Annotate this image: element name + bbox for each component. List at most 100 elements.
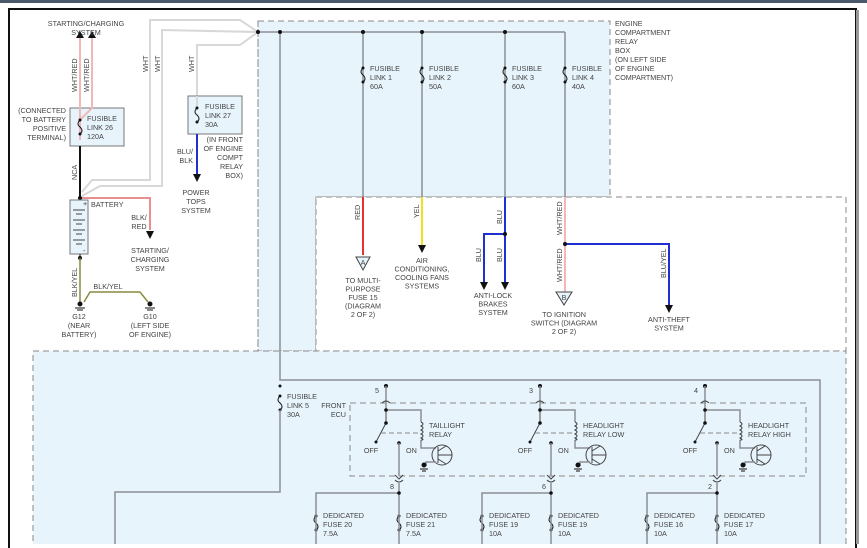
relay-2	[528, 384, 607, 483]
fusible-link-2-label-line: LINK 2	[429, 73, 451, 82]
ground-g10-label-line: OF ENGINE)	[129, 330, 171, 339]
fusible-link-27-label-line: 30A	[205, 120, 218, 129]
fuse-symbol-icon	[419, 67, 425, 83]
dedicated-fuse-6-label-line: DEDICATED	[724, 511, 765, 520]
multi-purpose-fuse-label-line: 2 OF 2)	[351, 310, 375, 319]
wire-label-nca-line: NCA	[70, 165, 79, 180]
fuse-symbol-icon	[360, 67, 366, 83]
relay-2-off: OFF	[518, 446, 533, 455]
relay-1-pin-in: 5	[375, 386, 379, 395]
shaded-regions	[32, 20, 847, 544]
fuse-symbol-icon	[502, 67, 508, 83]
relay-1-off: OFF	[364, 446, 379, 455]
connector-b-label: B	[562, 293, 567, 302]
dedicated-fuse-3-label-line: DEDICATED	[489, 511, 530, 520]
dedicated-fuse-1-label-line: DEDICATED	[323, 511, 364, 520]
anti-lock-brakes-label-line: ANTI-LOCK	[474, 291, 513, 300]
arrow-down-icon	[665, 305, 673, 313]
fusible-link-3-label-line: LINK 3	[512, 73, 534, 82]
relay-1-off-line: OFF	[364, 446, 379, 455]
starting-charging-label-2-line: CHARGING	[131, 255, 170, 264]
fusible-link-5-label-line: 30A	[287, 410, 300, 419]
wire-label-red: RED	[353, 205, 362, 220]
dedicated-fuse-2-label-line: DEDICATED	[406, 511, 447, 520]
link27-location-note-line: (IN FRONT	[207, 135, 244, 144]
relay-box-title-line: COMPARTMENT	[615, 28, 671, 37]
relay-2-name-line: HEADLIGHT	[583, 421, 625, 430]
relay-1-pin-out-line: 8	[390, 482, 394, 491]
ground-icon	[421, 462, 427, 468]
ground-g12-label-line: G12	[72, 312, 86, 321]
relay-3-off-line: OFF	[683, 446, 698, 455]
relay-1-pin-out: 8	[390, 482, 394, 491]
front-ecu-label-line: FRONT	[321, 401, 346, 410]
connector-pin-icon	[394, 474, 404, 483]
wire-label-wht: WHT	[153, 55, 162, 72]
wire-label-blu-line: BLU	[474, 248, 483, 262]
fusible-link-2-label-line: 50A	[429, 82, 442, 91]
battery-minus: -	[83, 246, 86, 255]
starting-charging-label-line: STARTING/CHARGING	[48, 19, 125, 28]
relay-1	[374, 384, 453, 483]
wire-label-wht-red-line: WHT/RED	[70, 58, 79, 92]
wire-label-blu-blk: BLU/BLK	[177, 147, 193, 165]
fusible-link-27-label-line: LINK 27	[205, 111, 231, 120]
ground-icon	[145, 301, 155, 311]
anti-theft-label-line: SYSTEM	[654, 324, 684, 333]
ground-g10-label-line: (LEFT SIDE	[131, 321, 170, 330]
wire-label-blu: BLU	[495, 210, 504, 224]
fuse-symbol-icon	[77, 119, 83, 135]
ignition-switch-label-line: SWITCH (DIAGRAM	[531, 319, 597, 328]
dedicated-fuse-5-label-line: 10A	[654, 529, 667, 538]
wire-label-wht: WHT	[187, 55, 196, 72]
relay-box-title-line: COMPARTMENT)	[615, 73, 673, 82]
relay-box-title-line: ENGINE	[615, 19, 643, 28]
wire-label-blk-yel: BLK/YEL	[70, 268, 79, 297]
battery-minus-line: -	[83, 246, 86, 255]
dedicated-fuse-4-label-line: DEDICATED	[558, 511, 599, 520]
connector-b-label-line: B	[562, 293, 567, 302]
power-tops-label-line: TOPS	[186, 197, 206, 206]
dedicated-fuse-6-label-line: FUSE 17	[724, 520, 753, 529]
connector-b-icon	[555, 291, 573, 306]
relay-coil-icon	[738, 421, 743, 441]
relay-2-on-line: ON	[558, 446, 569, 455]
connector-pin-icon	[381, 400, 391, 404]
relay-box-title-line: BOX	[615, 46, 630, 55]
relay-3-pin-out: 2	[708, 482, 712, 491]
dedicated-fuse-3-label-line: 10A	[489, 529, 502, 538]
wire-label-wht-red-line: WHT/RED	[555, 248, 564, 282]
fusible-link-26-label-line: LINK 26	[87, 123, 113, 132]
fusible-link-4-label-line: 40A	[572, 82, 585, 91]
battery-connection-note-line: TO BATTERY	[22, 115, 67, 124]
wire-label-yel: YEL	[412, 204, 421, 218]
battery-plus-line: +	[83, 199, 87, 208]
wire-label-blu: BLU	[495, 248, 504, 262]
battery-plus: +	[83, 199, 87, 208]
multi-purpose-fuse-label-line: (DIAGRAM	[345, 302, 381, 311]
wire-label-blu-yel-line: BLU/YEL	[659, 248, 668, 278]
arrow-down-icon	[193, 174, 201, 182]
wire-label-wht-line: WHT	[187, 55, 196, 72]
fusible-link-1-label-line: FUSIBLE	[370, 64, 400, 73]
ground-g12-label-line: (NEAR	[68, 321, 90, 330]
wire-label-wht-red-line: WHT/RED	[555, 201, 564, 235]
wire-label-blk-yel-line: BLK/YEL	[93, 282, 122, 291]
frame-shadow	[856, 10, 859, 544]
dedicated-fuse-1-label-line: 7.5A	[323, 529, 338, 538]
starting-charging-label-2-line: STARTING/	[131, 246, 169, 255]
fusible-link-2-label-line: FUSIBLE	[429, 64, 459, 73]
air-conditioning-label-line: AIR	[416, 256, 428, 265]
